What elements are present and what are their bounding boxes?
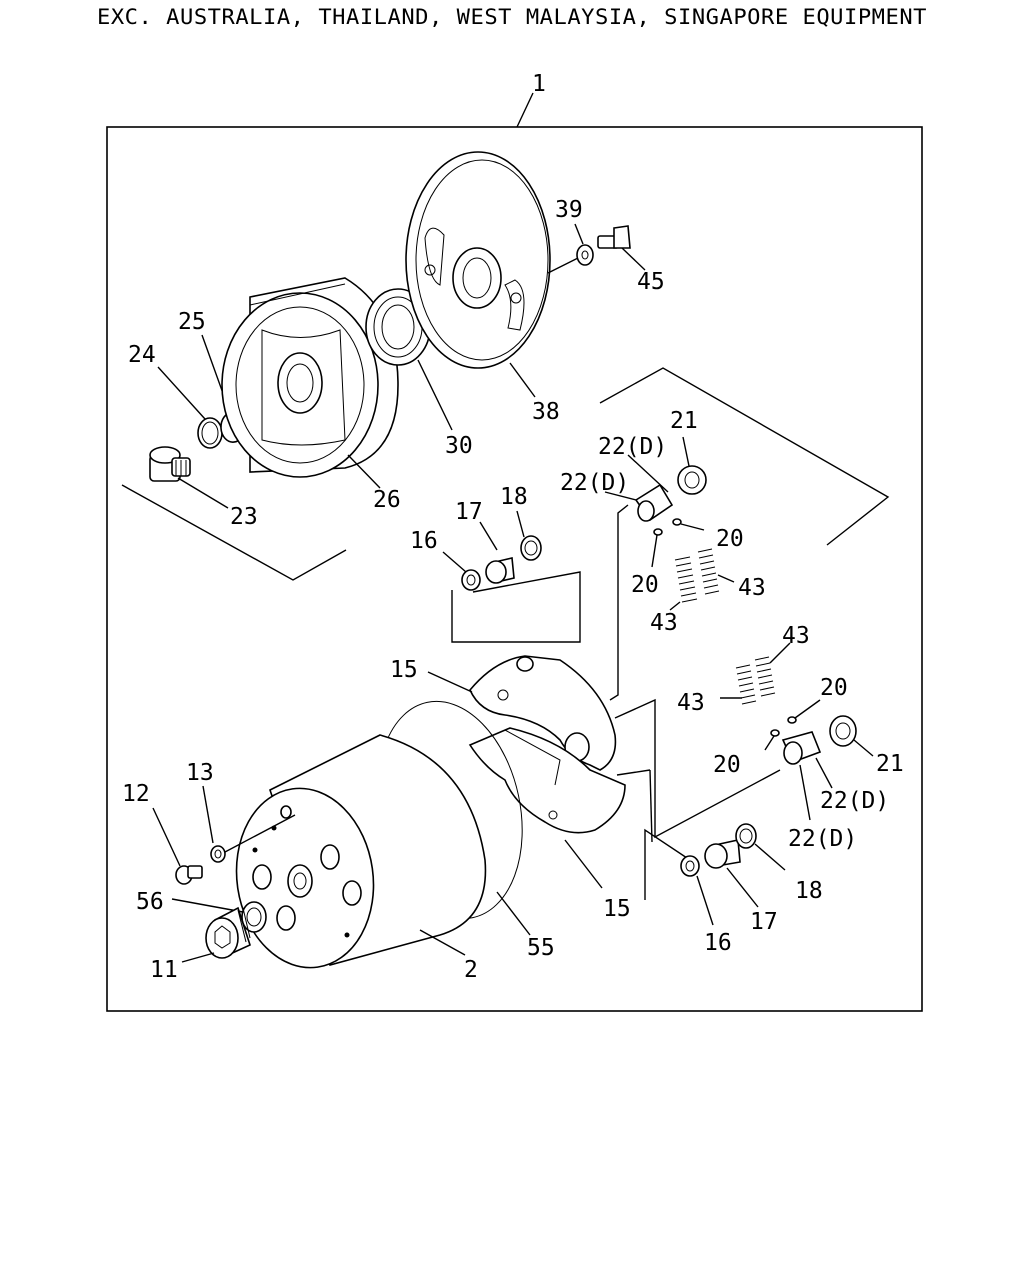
label-43-b: 43 <box>650 610 678 636</box>
label-22d-b: 22(D) <box>560 470 629 496</box>
part-43-springs-lower <box>735 656 776 705</box>
label-30: 30 <box>445 433 473 459</box>
part-13-washer <box>210 845 226 863</box>
assembly-frame <box>106 126 923 1012</box>
part-56-o-ring <box>241 901 267 933</box>
label-15-lower: 15 <box>603 896 631 922</box>
label-22d-a: 22(D) <box>598 434 667 460</box>
part-16-bushing-lower <box>680 855 700 877</box>
label-23: 23 <box>230 504 258 530</box>
label-24: 24 <box>128 342 156 368</box>
part-17-sleeve-lower <box>704 839 741 869</box>
label-16-lower: 16 <box>704 930 732 956</box>
bracket-right-upper <box>599 367 890 546</box>
part-11-plug <box>205 906 251 959</box>
bracket-right-lower <box>614 698 781 839</box>
label-20-b: 20 <box>631 572 659 598</box>
part-12-bolt <box>175 865 203 885</box>
label-13: 13 <box>186 760 214 786</box>
label-20-d: 20 <box>713 752 741 778</box>
label-12: 12 <box>122 781 150 807</box>
label-43-a: 43 <box>738 575 766 601</box>
label-2: 2 <box>464 957 478 983</box>
label-21-upper: 21 <box>670 408 698 434</box>
label-43-c: 43 <box>782 623 810 649</box>
header-title: EXC. AUSTRALIA, THAILAND, WEST MALAYSIA,… <box>97 5 927 29</box>
label-38: 38 <box>532 399 560 425</box>
label-11: 11 <box>150 957 178 983</box>
label-16-upper: 16 <box>410 528 438 554</box>
part-18-ring-lower <box>735 823 757 849</box>
label-15-upper: 15 <box>390 657 418 683</box>
part-39-washer <box>576 244 594 266</box>
part-24-o-ring <box>197 417 223 449</box>
label-1: 1 <box>532 71 546 97</box>
bracket-left <box>121 484 347 581</box>
label-22d-d: 22(D) <box>788 826 857 852</box>
part-20-clip-upper <box>653 518 682 536</box>
label-17-upper: 17 <box>455 499 483 525</box>
label-22d-c: 22(D) <box>820 788 889 814</box>
part-20-clip-lower <box>770 716 797 737</box>
label-56: 56 <box>136 889 164 915</box>
label-43-d: 43 <box>677 690 705 716</box>
part-22d-block-lower <box>781 731 822 765</box>
label-25: 25 <box>178 309 206 335</box>
label-17-lower: 17 <box>750 909 778 935</box>
label-39: 39 <box>555 197 583 223</box>
part-16-bushing-upper <box>461 569 481 591</box>
part-22d-block-upper <box>634 483 674 522</box>
part-18-ring-upper <box>520 535 542 561</box>
label-21-lower: 21 <box>876 751 904 777</box>
label-20-c: 20 <box>820 675 848 701</box>
part-21-ring-lower <box>829 715 857 747</box>
part-21-ring-upper <box>677 465 707 495</box>
label-55: 55 <box>527 935 555 961</box>
label-45: 45 <box>637 269 665 295</box>
label-18-lower: 18 <box>795 878 823 904</box>
bracket-mid <box>451 571 581 643</box>
part-17-sleeve-upper <box>485 557 515 584</box>
label-26: 26 <box>373 487 401 513</box>
part-15-rotor-lower <box>468 727 626 834</box>
part-38-plate <box>405 151 551 369</box>
label-20-a: 20 <box>716 526 744 552</box>
part-2-body <box>235 734 487 969</box>
part-45-bolt <box>597 225 631 249</box>
label-18-upper: 18 <box>500 484 528 510</box>
part-23-plug <box>149 446 191 482</box>
part-26-housing <box>221 277 399 478</box>
part-43-springs-upper <box>674 548 720 603</box>
